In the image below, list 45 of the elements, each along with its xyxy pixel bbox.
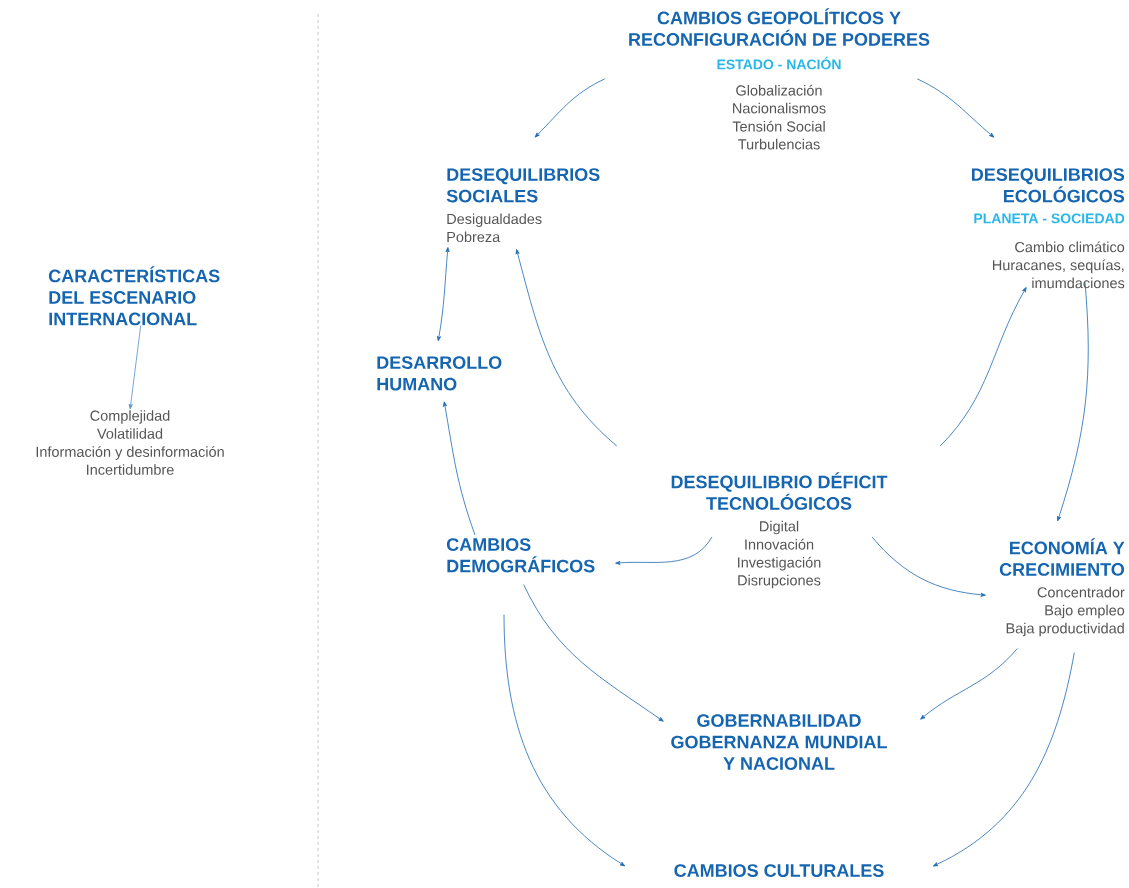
arrow [871, 536, 986, 597]
list-item: Información y desinformación [36, 446, 224, 460]
list-item: Nacionalismos [733, 102, 826, 114]
list-item: Complejidad [90, 410, 170, 424]
list-item: Baja productividad [1006, 622, 1124, 637]
arrow [534, 78, 606, 138]
heading-text: CARACTERÍSTICAS DEL ESCENARIO INTERNACIONAL [48, 266, 220, 326]
list-item: Volatilidad [97, 428, 163, 439]
arrow [1057, 282, 1089, 522]
list-item: Bajo empleo [1045, 604, 1125, 619]
heading-text: DESEQUILIBRIOS ECOLÓGICOS [972, 168, 1125, 203]
list-item: Innovación [745, 538, 814, 550]
arrow [916, 78, 995, 138]
arrow [939, 287, 1027, 447]
list-item: Tensión Social [732, 120, 825, 132]
list-item: Turbulencias [738, 138, 820, 150]
arrow [932, 652, 1075, 867]
list-item: Disrupciones [738, 574, 821, 589]
arrow [128, 325, 142, 410]
list-item: Desigualdades [447, 213, 542, 227]
heading-text: DESARROLLO HUMANO [377, 356, 502, 391]
arrow [523, 584, 664, 722]
arrow [920, 648, 1018, 720]
arrow [443, 401, 476, 536]
list-item: Globalización [736, 84, 822, 96]
heading-text: DESEQUILIBRIO DÉFICIT TECNOLÓGICOS [671, 472, 888, 510]
arrow [503, 614, 626, 867]
arrow [615, 536, 713, 565]
list-item: Incertidumbre [87, 464, 174, 475]
heading-text: DESEQUILIBRIOS SOCIALES [446, 168, 600, 203]
heading-text: CAMBIOS CULTURALES [674, 864, 884, 877]
list-item: Investigación [738, 556, 821, 571]
arrow [437, 247, 450, 342]
list-item: Cambio climático [1015, 241, 1125, 253]
heading-text: ECONOMÍA Y CRECIMIENTO [999, 538, 1125, 576]
arrow [515, 249, 618, 447]
list-item: Digital [760, 520, 799, 535]
list-item: Huracanes, sequías, imumdaciones [993, 259, 1125, 289]
heading-text: GOBERNABILIDAD GOBERNANZA MUNDIAL Y NACIONAL [671, 714, 887, 770]
subheading-text: PLANETA - SOCIEDAD [974, 213, 1125, 224]
heading-text: CAMBIOS DEMOGRÁFICOS [446, 538, 595, 573]
list-item: Pobreza [447, 231, 501, 243]
list-item: Concentrador [1037, 586, 1125, 598]
heading-text: CAMBIOS GEOPOLÍTICOS Y RECONFIGURACIÓN DE PODERES [629, 8, 930, 46]
subheading-text: ESTADO - NACIÓN [717, 56, 841, 70]
